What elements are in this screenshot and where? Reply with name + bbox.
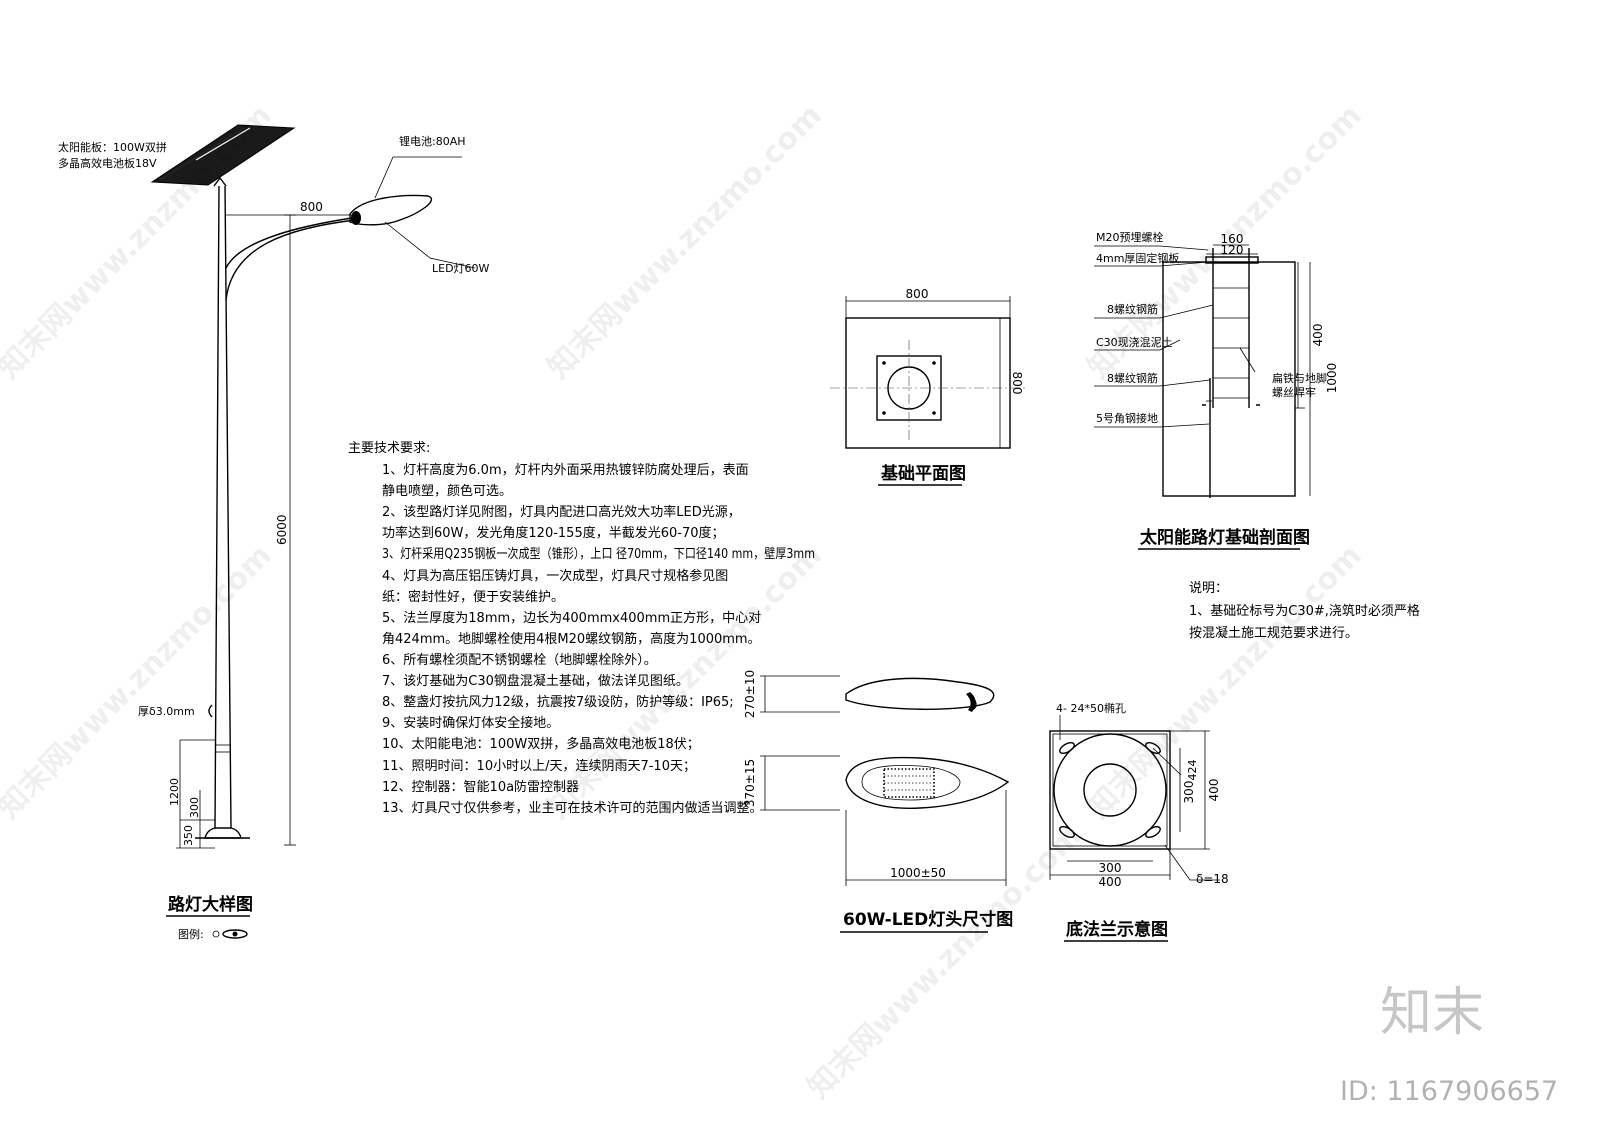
image-id: ID: 1167906657 [1340, 1076, 1558, 1107]
base-flange: 4- 24*50椭孔 424 300 400 300 400 δ=18 底法兰示… [1049, 701, 1229, 942]
solar-panel-label-1: 太阳能板：100W双拼 [58, 140, 167, 154]
requirement-line: 4、灯具为高压铝压铸灯具，一次成型，灯具尺寸规格参见图 [382, 568, 728, 584]
notes-line-1: 1、基础砼标号为C30#,浇筑时必须严格 [1189, 603, 1420, 619]
section-dim-120: 120 [1221, 243, 1244, 257]
requirement-line: 静电喷塑，颜色可选。 [382, 483, 512, 499]
notes-line-2: 按混凝土施工规范要求进行。 [1189, 625, 1358, 641]
section-dim-160: 160 [1221, 232, 1244, 246]
requirement-line: 7、该灯基础为C30钢盘混凝土基础，做法详见图纸。 [382, 673, 689, 689]
watermark-text: 知末网www.znzmo.com [0, 538, 279, 826]
solar-panel [150, 124, 296, 186]
requirement-line: 功率达到60W，发光角度120-155度，半截发光60-70度； [382, 525, 725, 541]
requirement-line: 2、该型路灯详见附图，灯具内配进口高光效大功率LED光源， [382, 504, 741, 520]
lamp-head-title: 60W-LED灯头尺寸图 [843, 909, 1013, 930]
requirement-line: 3、灯杆采用Q235钢板一次成型（锥形），上口 径70mm，下口径140 mm，… [382, 546, 815, 562]
pole-height-dim: 6000 [275, 514, 289, 545]
section-dim-1000: 1000 [1325, 363, 1339, 394]
base-dim-300: 300 [188, 797, 201, 818]
lamp-elevation-title: 路灯大样图 [168, 894, 253, 915]
base-flange-title: 底法兰示意图 [1066, 919, 1168, 940]
foundation-plan: 800 800 基础平面图 [830, 287, 1025, 486]
pole-left-edge [214, 185, 220, 829]
lamp-dim-width: 370±15 [743, 759, 757, 807]
flange-dim-400h: 400 [1099, 875, 1122, 889]
section-dim-400: 400 [1311, 324, 1325, 347]
flange-holes-label: 4- 24*50椭孔 [1056, 701, 1126, 715]
lamp-head [349, 194, 432, 226]
lamp-elevation: 太阳能板：100W双拼 多晶高效电池板18V 锂电池:80AH LED灯60W … [58, 124, 490, 941]
watermark-text: 知末网www.znzmo.com [801, 818, 1089, 1106]
notes: 说明： 1、基础砼标号为C30#,浇筑时必须严格 按混凝土施工规范要求进行。 [1189, 581, 1420, 641]
section-weld-label-1: 扁铁与地脚 [1272, 371, 1327, 385]
solar-panel-label-2: 多晶高效电池板18V [58, 156, 157, 170]
foundation-section-title: 太阳能路灯基础剖面图 [1140, 527, 1310, 548]
lamp-head-drawing: 270±10 370±15 1000±50 60W-LED灯头尺寸图 [743, 670, 1013, 933]
requirement-line: 12、控制器：智能10a防雷控制器 [382, 779, 579, 795]
lamp-dim-height: 270±10 [743, 670, 757, 718]
legend-symbol-icon [212, 929, 248, 939]
lamp-label: LED灯60W [432, 262, 490, 275]
flange-dim-424: 424 [1186, 760, 1199, 781]
technical-requirements: 主要技术要求: 1、灯杆高度为6.0m，灯杆内外面采用热镀锌防腐处理后，表面 静… [348, 441, 815, 816]
requirement-line: 6、所有螺栓须配不锈钢螺栓（地脚螺栓除外）。 [382, 652, 657, 668]
requirement-line: 角424mm。地脚螺栓使用4根M20螺纹钢筋，高度为1000mm。 [382, 631, 761, 647]
base-dim-1200: 1200 [168, 778, 181, 806]
requirement-line: 13、灯具尺寸仅供参考，业主可在技术许可的范围内做适当调整。 [382, 800, 763, 816]
flange-dim-300h: 300 [1099, 861, 1122, 875]
foundation-plan-title: 基础平面图 [880, 463, 966, 484]
section-weld-label-2: 螺丝焊牢 [1272, 385, 1316, 399]
section-label-concrete: C30现浇混泥土 [1096, 336, 1173, 349]
requirement-line: 11、照明时间：10小时以上/天，连续阴雨天7-10天； [382, 758, 696, 774]
requirements-heading: 主要技术要求: [348, 441, 430, 456]
requirement-line: 9、安装时确保灯体安全接地。 [382, 715, 559, 731]
plan-dim-right: 800 [1010, 372, 1024, 395]
pole-right-edge [224, 185, 232, 829]
requirement-line: 8、整盏灯按抗风力12级，抗震按7级设防，防护等级：IP65; [382, 694, 734, 710]
base-dim-350: 350 [182, 825, 195, 846]
lamp-dim-length: 1000±50 [890, 866, 946, 880]
foundation-section: 160 120 400 1000 M20预埋螺栓 4mm厚固定钢板 8螺纹钢筋 … [1094, 230, 1339, 550]
section-label-rebar-2: 8螺纹钢筋 [1107, 371, 1158, 385]
requirement-line: 1、灯杆高度为6.0m，灯杆内外面采用热镀锌防腐处理后，表面 [382, 462, 749, 478]
brand-logo: 知末 [1380, 983, 1484, 1043]
arm-length-dim: 800 [300, 200, 323, 214]
flange-dim-300v: 300 [1182, 781, 1196, 804]
lamp-arm [225, 219, 356, 301]
requirement-line: 纸：密封性好，便于安装维护。 [382, 589, 564, 605]
watermark-layer: 知末网www.znzmo.com 知末网www.znzmo.com 知末网www… [0, 98, 1558, 1107]
wall-thickness-label: 厚δ3.0mm [138, 705, 195, 718]
flange-dim-400v: 400 [1207, 779, 1221, 802]
section-label-rebar: 8螺纹钢筋 [1107, 302, 1158, 316]
plan-dim-top: 800 [906, 287, 929, 301]
requirement-line: 5、法兰厚度为18mm，边长为400mmx400mm正方形，中心对 [382, 610, 761, 626]
section-label-plate: 4mm厚固定钢板 [1096, 251, 1179, 265]
requirement-line: 10、太阳能电池：100W双拼，多晶高效电池板18伏； [382, 736, 700, 752]
notes-heading: 说明： [1189, 581, 1228, 596]
section-label-bolt: M20预埋螺栓 [1096, 230, 1164, 244]
legend-label: 图例: [178, 927, 204, 941]
flange-thickness-label: δ=18 [1196, 872, 1229, 886]
battery-label: 锂电池:80AH [399, 134, 466, 148]
watermark-text: 知末网www.znzmo.com [541, 98, 829, 386]
section-label-ground: 5号角钢接地 [1096, 412, 1158, 425]
